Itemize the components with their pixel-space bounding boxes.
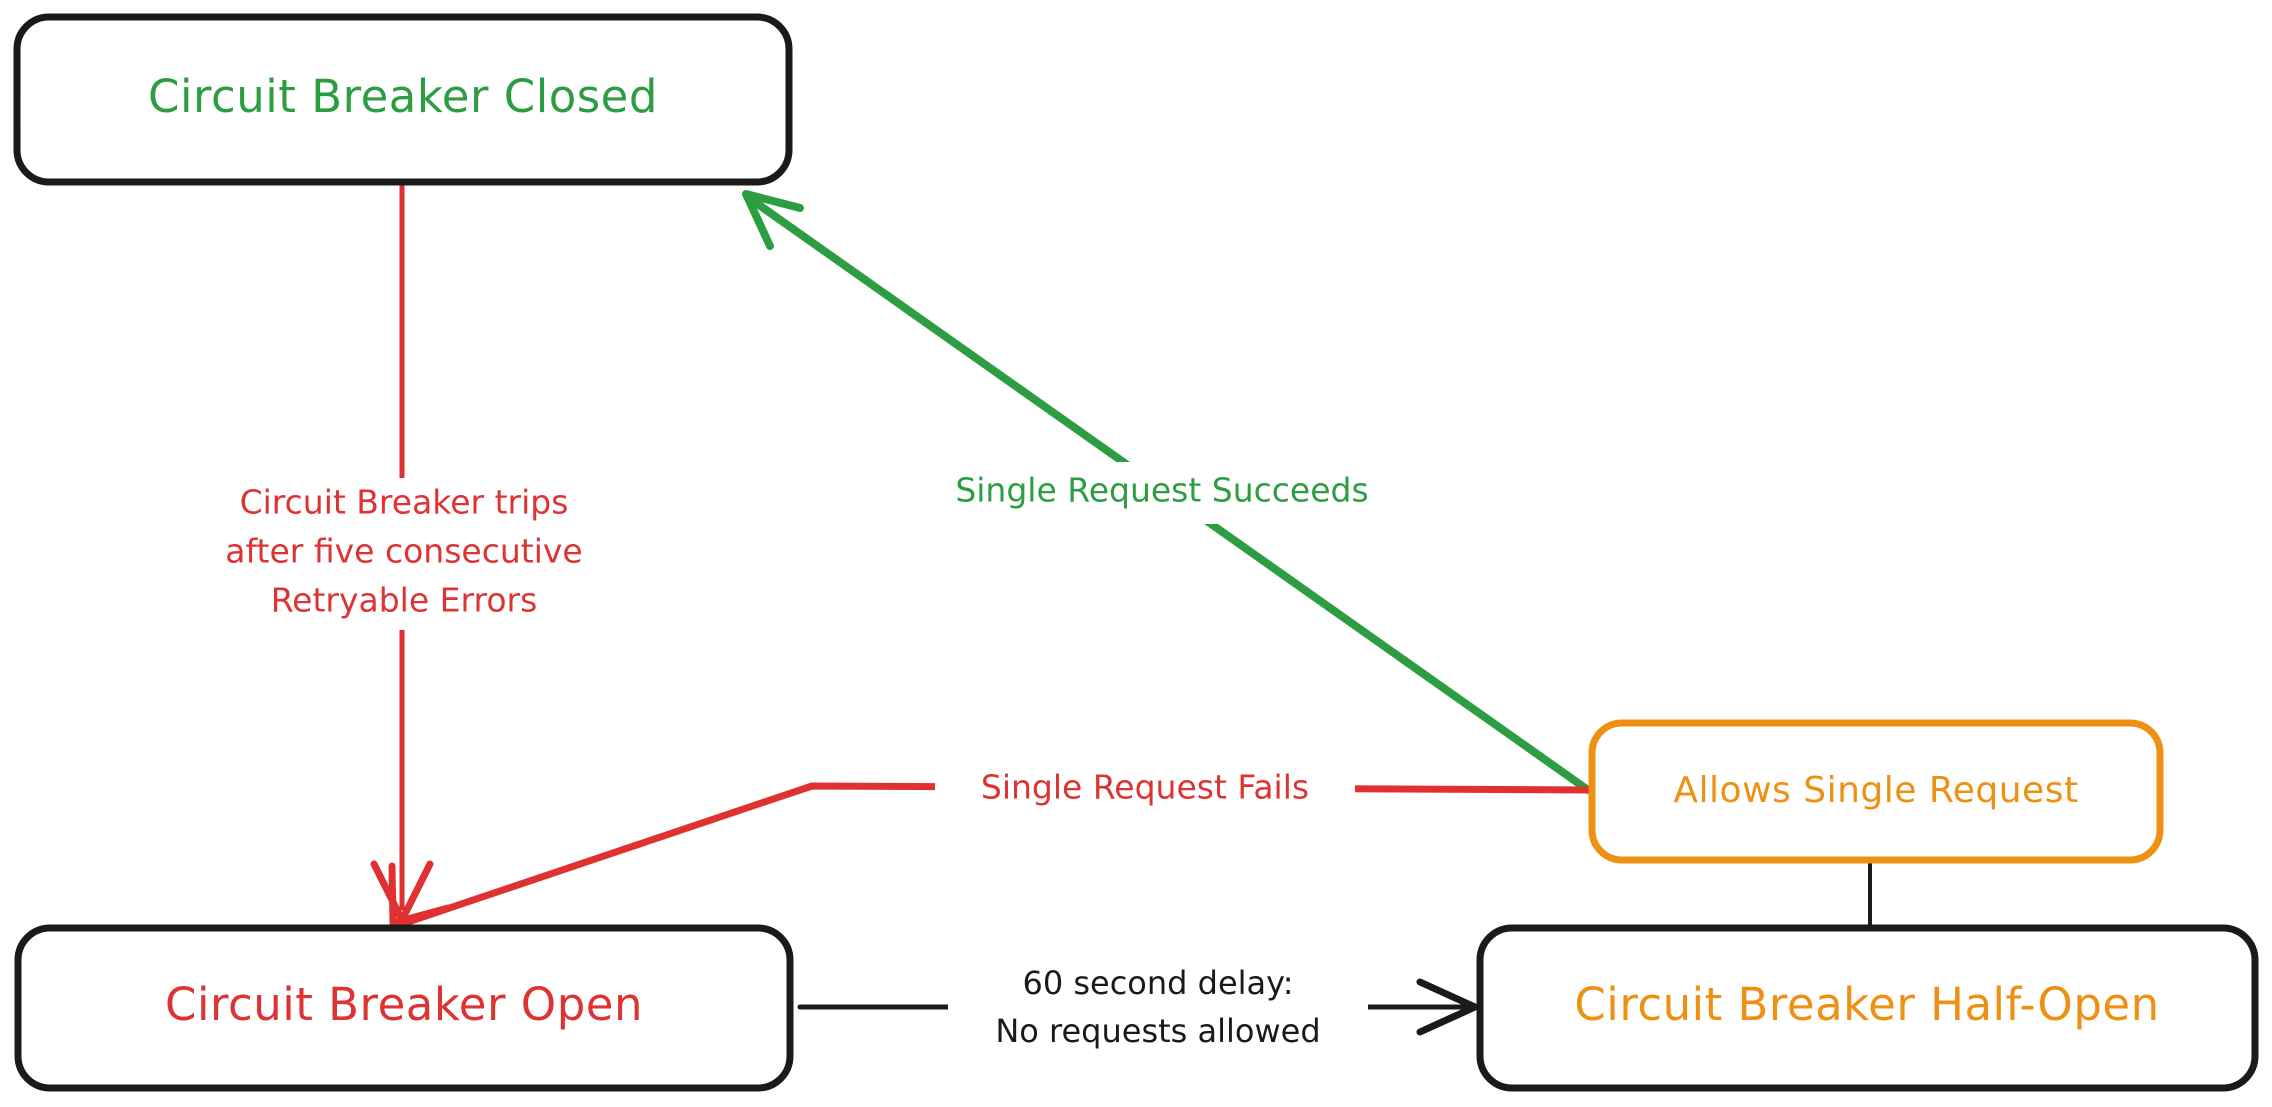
edge-label-allows-to-open-bg [935, 760, 1355, 816]
edge-allows-to-open-arrowhead [388, 862, 452, 927]
edge-label-allows-to-closed-text: Single Request Succeeds [955, 471, 1368, 510]
edge-label-allows-to-open-text: Single Request Fails [981, 768, 1309, 807]
edge-label-closed-to-open-line1: Circuit Breaker trips [240, 483, 569, 522]
node-circuit-breaker-closed[interactable]: Circuit Breaker Closed [13, 13, 793, 186]
edge-allows-to-closed-arrowhead [742, 190, 804, 250]
node-allows-single-request-label: Allows Single Request [1673, 770, 2078, 811]
node-circuit-breaker-closed-box[interactable] [13, 13, 793, 186]
edge-label-closed-to-open-bg [178, 478, 630, 630]
node-circuit-breaker-closed-label: Circuit Breaker Closed [148, 70, 658, 123]
edge-label-allows-to-open: Single Request Fails [935, 760, 1355, 816]
node-circuit-breaker-open[interactable]: Circuit Breaker Open [14, 924, 794, 1092]
edge-label-open-to-half-open-bg [948, 955, 1368, 1063]
edge-label-closed-to-open: Circuit Breaker trips after five consecu… [178, 478, 630, 630]
node-circuit-breaker-half-open-box[interactable] [1476, 924, 2259, 1092]
edge-label-allows-to-closed-bg [912, 462, 1412, 524]
edge-label-allows-to-closed: Single Request Succeeds [912, 462, 1412, 524]
node-circuit-breaker-open-label: Circuit Breaker Open [165, 978, 643, 1031]
node-allows-single-request[interactable]: Allows Single Request [1588, 719, 2164, 864]
edge-label-open-to-half-open-line1: 60 second delay: [1022, 964, 1293, 1002]
node-circuit-breaker-open-box[interactable] [14, 924, 794, 1092]
node-circuit-breaker-half-open-label: Circuit Breaker Half-Open [1574, 978, 2159, 1031]
edge-label-open-to-half-open-line2: No requests allowed [995, 1012, 1320, 1050]
edge-open-to-half-open-arrowhead [1416, 978, 1479, 1036]
edge-label-closed-to-open-line3: Retryable Errors [271, 581, 538, 620]
edge-label-closed-to-open-line2: after five consecutive [225, 532, 582, 571]
edge-label-open-to-half-open: 60 second delay: No requests allowed [948, 955, 1368, 1063]
node-allows-single-request-box[interactable] [1588, 719, 2164, 864]
node-circuit-breaker-half-open[interactable]: Circuit Breaker Half-Open [1476, 924, 2259, 1092]
